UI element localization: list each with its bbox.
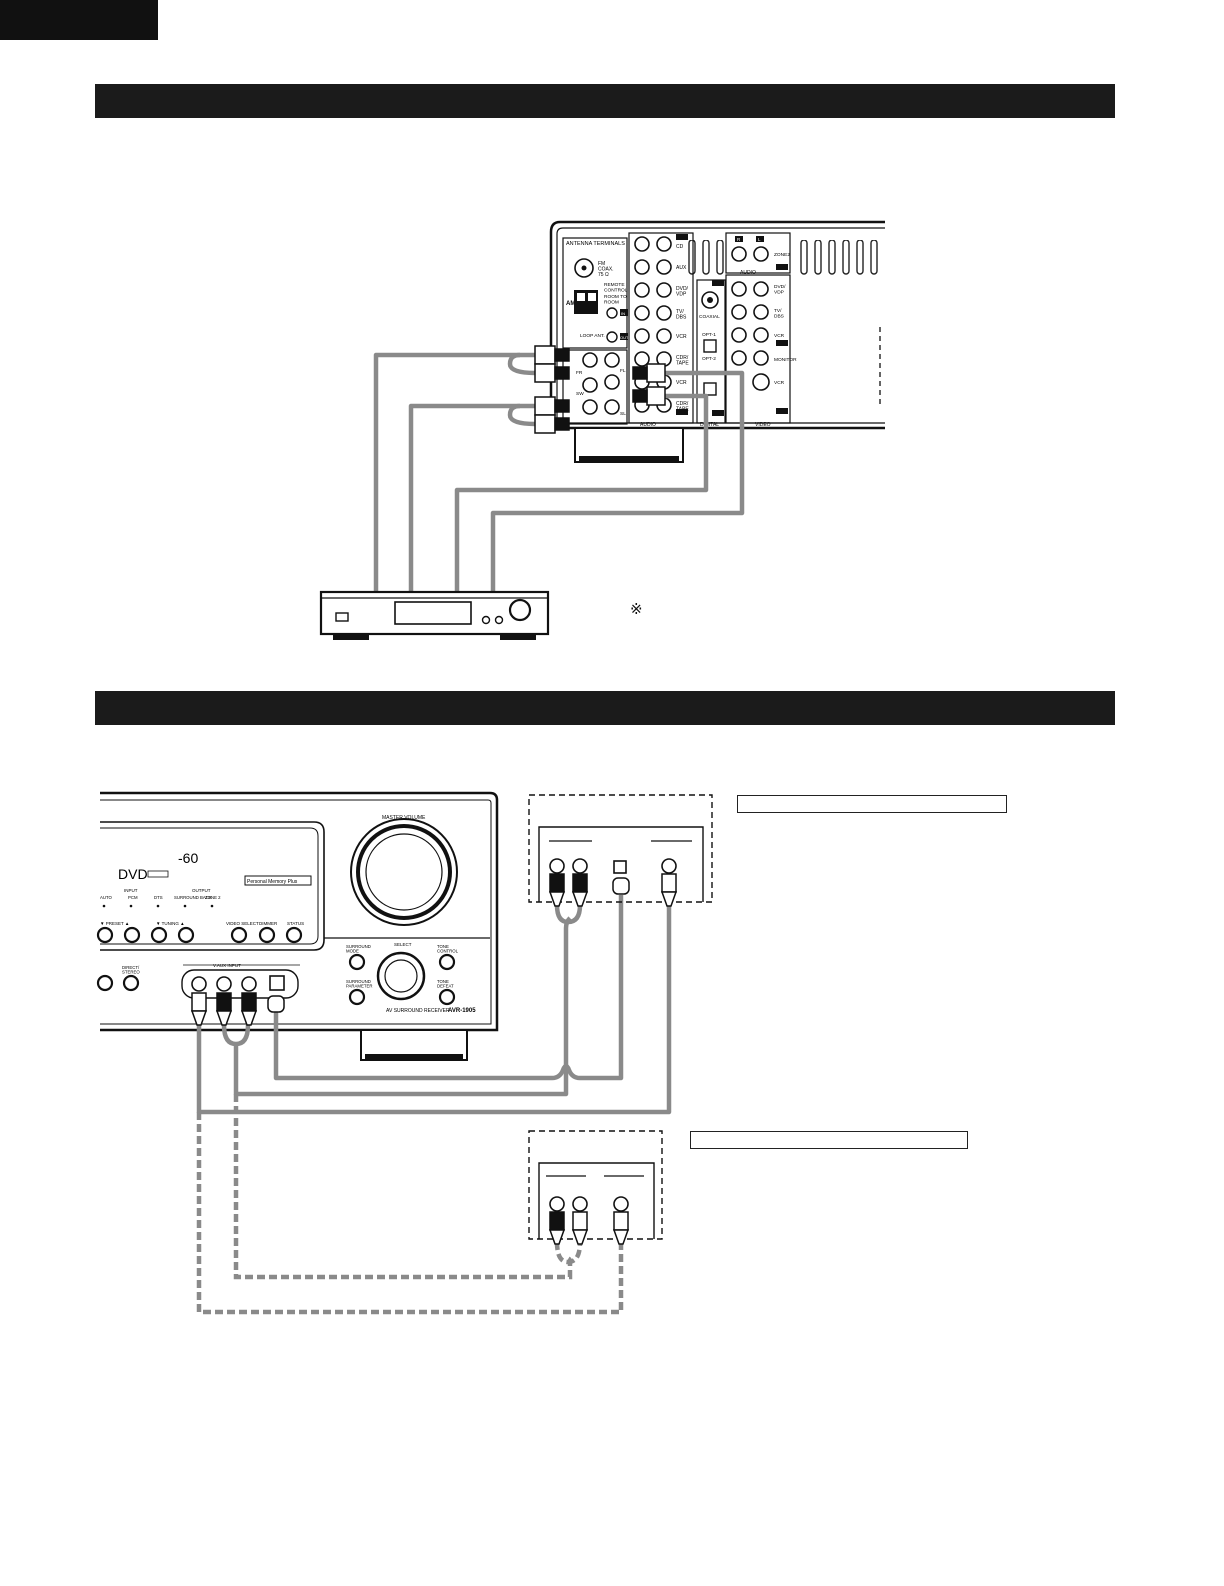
preout-sw: SW <box>576 391 584 397</box>
button-direct-stereo[interactable] <box>122 974 140 992</box>
receiver-front-panel: DVD -60 Personal Memory Plus INPUT OUTPU… <box>96 791 499 1061</box>
button-preset-up[interactable] <box>123 926 141 944</box>
video-section: R L ZONE2 AUDIO DVD/VDP TV/DBS VCR MONIT… <box>725 232 797 424</box>
button-tone-control[interactable] <box>438 953 456 971</box>
video-input-vcr: VCR <box>774 333 785 339</box>
dimmer-label: DIMMER <box>259 921 278 926</box>
video-monitor: MONITOR <box>774 357 797 363</box>
bottom-cables <box>190 895 672 1315</box>
video-select-label: VIDEO SELECT <box>226 921 259 926</box>
indicator-dts: DTS <box>154 895 163 900</box>
preout-fr: FR <box>576 370 583 376</box>
loop-ant-label: LOOP ANT. <box>580 333 605 339</box>
audio-output-vcr: VCR <box>676 380 687 386</box>
note-symbol: ※ <box>630 601 643 618</box>
button-tone-defeat[interactable] <box>438 988 456 1006</box>
master-volume-knob[interactable] <box>350 818 458 926</box>
zone2-label: ZONE2 <box>774 252 790 258</box>
select-label: SELECT <box>394 942 412 947</box>
button-surround-parameter[interactable] <box>348 988 366 1006</box>
audio-input-tv: TV/DBS <box>676 309 687 321</box>
button-status[interactable] <box>285 926 303 944</box>
opt1-label: OPT-1 <box>702 332 716 338</box>
preout-fl: FL <box>620 368 626 374</box>
zone2-r: R <box>737 237 741 242</box>
video-output-vcr: VCR <box>774 380 785 386</box>
audio-header: AUDIO <box>740 270 756 276</box>
section-header-bar-2 <box>95 691 1115 725</box>
device-box-1 <box>528 794 713 907</box>
label-box-1 <box>737 795 1007 813</box>
status-label: STATUS <box>287 921 304 926</box>
button-left-cut[interactable] <box>96 974 114 992</box>
audio-input-cdr: CDR/TAPE <box>676 355 689 367</box>
indicator-pcm: PCM <box>128 895 138 900</box>
device-box-2 <box>528 1130 663 1245</box>
audio-input-cd: CD <box>676 244 684 250</box>
model-line: AV SURROUND RECEIVER <box>386 1008 450 1014</box>
master-volume-label: MASTER VOLUME <box>382 815 426 821</box>
video-input-dvd: DVD/VDP <box>774 284 786 295</box>
bottom-label-digital: DIGITAL <box>700 422 719 428</box>
digital-section: COAXIAL OPT-1 OPT-2 <box>696 279 726 424</box>
audio-input-dvd: DVD/VDP <box>676 286 689 298</box>
opt2-label: OPT-2 <box>702 356 716 362</box>
vaux-input-label: V.AUX INPUT <box>213 963 241 968</box>
remote-in-badge: IN <box>621 311 625 316</box>
display-source: DVD <box>118 866 148 882</box>
am-label: AM <box>566 301 575 307</box>
zone2-l: L <box>758 237 761 242</box>
direct-stereo-label: DIRECT/STEREO <box>122 965 140 975</box>
button-dimmer[interactable] <box>258 926 276 944</box>
remote-out-badge: OUT <box>620 335 629 340</box>
preset-label: ▼ PRESET ▲ <box>100 921 129 926</box>
audio-input-vcr: VCR <box>676 334 687 340</box>
bottom-label-audio: AUDIO <box>640 422 656 428</box>
indicator-auto: AUTO <box>100 895 113 900</box>
model-name: AVR-1905 <box>448 1008 476 1014</box>
output-header: OUTPUT <box>192 888 211 893</box>
button-surround-mode[interactable] <box>348 953 366 971</box>
tuning-label: ▼ TUNING ▲ <box>156 921 185 926</box>
section-header-bar-1 <box>95 84 1115 118</box>
top-cables <box>373 345 745 592</box>
personal-memory-label: Personal Memory Plus <box>247 879 298 885</box>
button-preset-down[interactable] <box>96 926 114 944</box>
display-level: -60 <box>178 850 198 866</box>
indicator-surround-back: SURROUND BACK <box>174 895 212 900</box>
button-video-select[interactable] <box>230 926 248 944</box>
audio-input-aux: AUX <box>676 265 687 271</box>
button-tuning-down[interactable] <box>150 926 168 944</box>
input-header: INPUT <box>124 888 138 893</box>
preout-sl: SL <box>620 411 626 417</box>
label-box-2 <box>690 1131 968 1149</box>
coaxial-label: COAXIAL <box>699 314 720 320</box>
video-input-tv: TV/DBS <box>774 308 784 319</box>
indicator-zone2: ZONE 2 <box>205 895 221 900</box>
preout-section: FR FL SW SL <box>562 349 628 425</box>
antenna-title: ANTENNA TERMINALS <box>566 241 625 247</box>
bottom-label-video: VIDEO <box>755 422 771 428</box>
external-device <box>319 590 550 640</box>
top-plugs <box>534 345 666 434</box>
corner-tab <box>0 0 158 40</box>
button-tuning-up[interactable] <box>177 926 195 944</box>
